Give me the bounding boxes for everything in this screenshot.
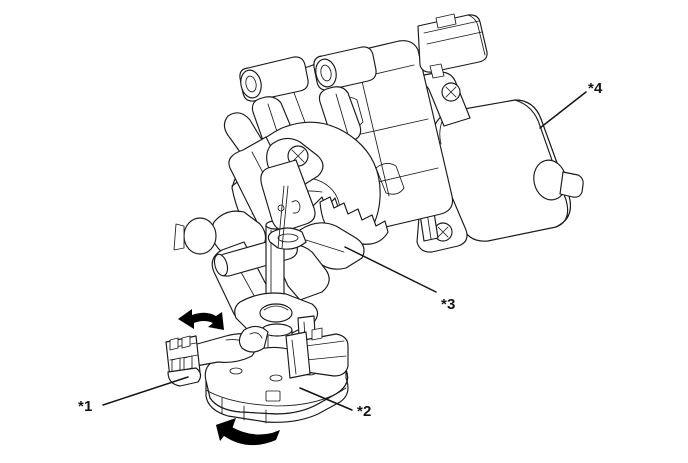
lower-link-bracket: [238, 325, 269, 353]
callout-label-1: *1: [78, 398, 93, 415]
arrow-rotation-single: [216, 418, 280, 446]
leader-line-1: [102, 376, 189, 406]
top-bushing-left: [239, 56, 309, 102]
right-connector-bracket: [285, 327, 349, 379]
leader-line-2: [299, 387, 353, 411]
sensor-rod: [277, 185, 289, 249]
callout-label-3: *3: [441, 296, 456, 313]
electric-motor: [431, 99, 584, 242]
arrow-rotation-double: [178, 309, 224, 330]
leader-line-4: [539, 91, 587, 129]
callout-label-4: *4: [588, 80, 603, 97]
leader-line-3: [344, 246, 437, 293]
position-switch-connector-bracket: [165, 333, 263, 387]
top-bushing-right: [313, 46, 377, 91]
callout-label-2: *2: [357, 403, 372, 420]
sensor-bracket: [260, 137, 324, 250]
connector-block: [417, 13, 488, 79]
shaft-hub-collar: [234, 292, 319, 337]
